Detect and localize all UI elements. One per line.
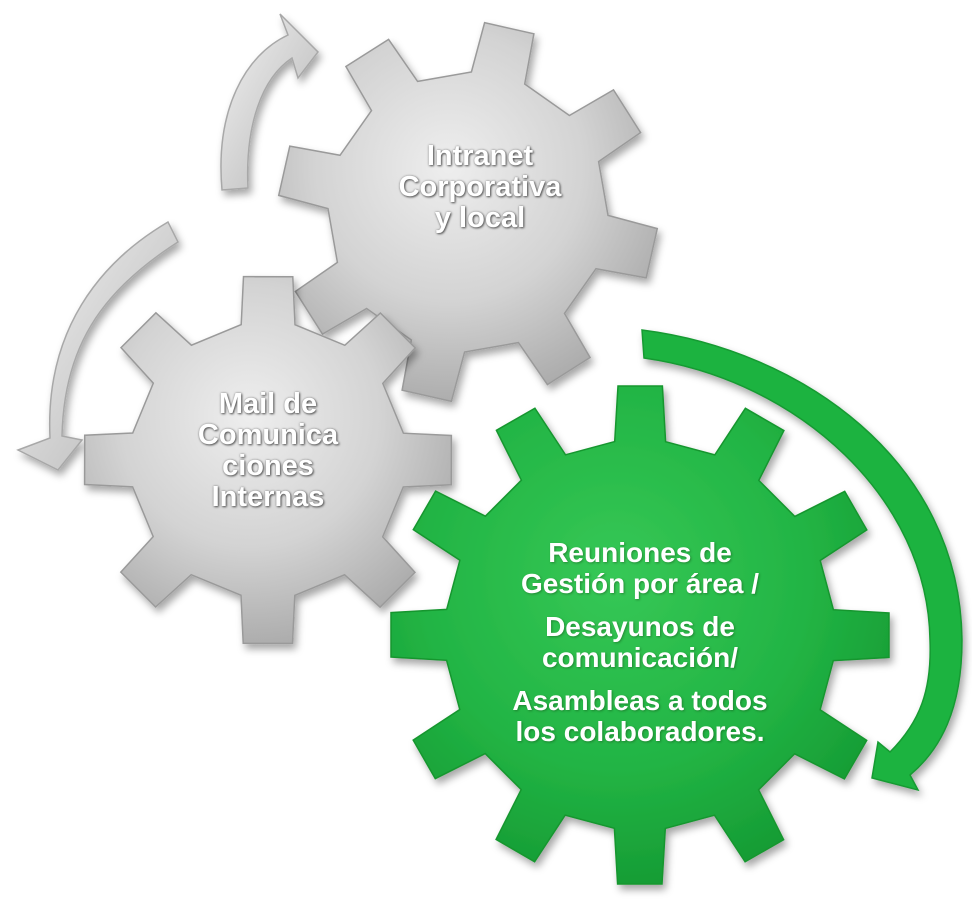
cycle-arrow-right: [641, 329, 963, 792]
gear-meetings-line: Asambleas a todos: [512, 685, 768, 716]
gear-meetings-line: comunicación/: [541, 642, 739, 673]
gear-mail-label: Mail de Comunica ciones Internas: [168, 389, 368, 513]
gear-intranet-label: Intranet Corporativa y local: [375, 141, 585, 234]
cycle-arrow-top: [220, 13, 319, 191]
gear-meetings-label: Reuniones de Gestión por área / Desayuno…: [470, 537, 810, 759]
gear-meetings-paragraph: Asambleas a todos los colaboradores.: [470, 685, 810, 747]
gear-mail-line: Internas: [211, 481, 325, 513]
gear-mail: [83, 275, 453, 645]
gear-mail-line: Comunica: [197, 419, 339, 451]
gear-meetings-paragraph: Reuniones de Gestión por área /: [470, 537, 810, 599]
gear-meetings-line: los colaboradores.: [515, 716, 765, 747]
gear-intranet-line: Corporativa: [398, 171, 562, 203]
gear-meetings: [390, 385, 890, 885]
gear-intranet-line: Intranet: [426, 140, 534, 172]
gear-mail-line: ciones: [222, 450, 314, 482]
gear-intranet: [277, 21, 659, 403]
gear-meetings-line: Desayunos de: [545, 611, 735, 642]
gear-intranet-line: y local: [434, 202, 526, 234]
gear-shape: [390, 385, 890, 885]
gear-meetings-line: Gestión por área /: [520, 568, 760, 599]
gear-meetings-paragraph: Desayunos de comunicación/: [470, 611, 810, 673]
gear-meetings-line: Reuniones de: [548, 537, 732, 568]
gear-shape: [83, 275, 453, 645]
cycle-arrow-left: [16, 220, 179, 471]
gear-mail-line: Mail de: [218, 388, 318, 420]
gear-shape: [277, 21, 659, 403]
